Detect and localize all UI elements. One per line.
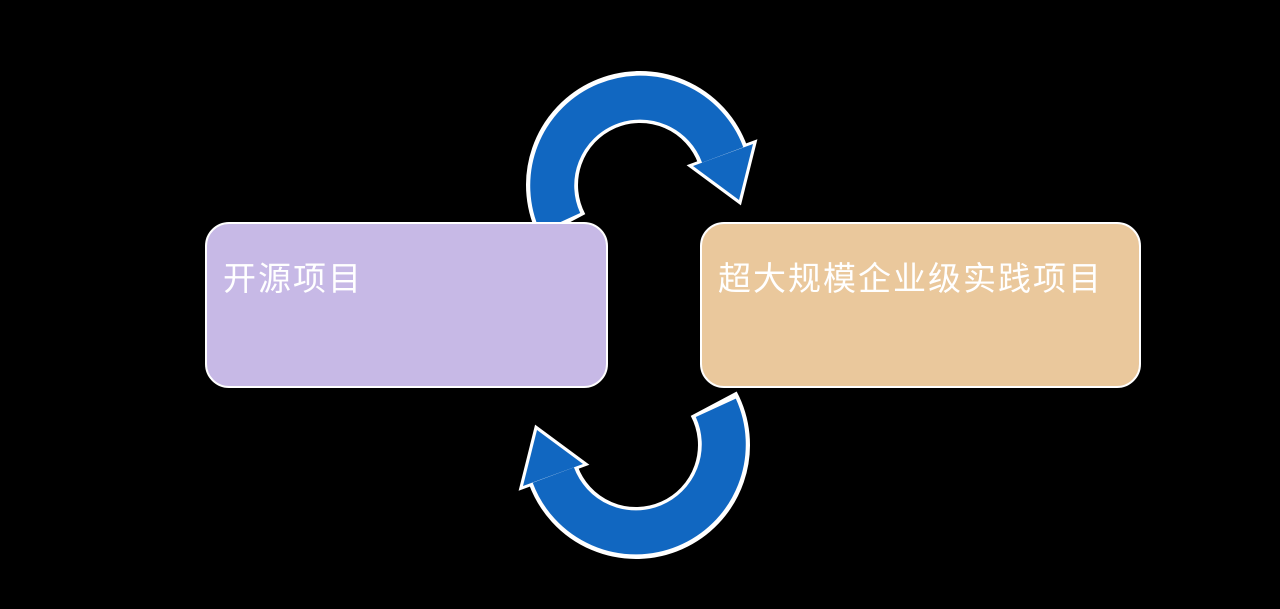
node-enterprise-practice: 超大规模企业级实践项目 [700, 222, 1141, 388]
node-open-source-label: 开源项目 [223, 260, 363, 297]
cycle-arrow-top-icon [526, 71, 758, 239]
cycle-arrow-top-head [693, 144, 753, 200]
node-enterprise-practice-label: 超大规模企业级实践项目 [718, 260, 1103, 297]
cycle-arrow-top-body [530, 75, 744, 232]
cycle-arrow-bottom-icon [518, 391, 750, 559]
cycle-arrow-bottom-body [532, 398, 746, 555]
node-open-source: 开源项目 [205, 222, 608, 388]
cycle-arrow-bottom-head [523, 430, 583, 486]
